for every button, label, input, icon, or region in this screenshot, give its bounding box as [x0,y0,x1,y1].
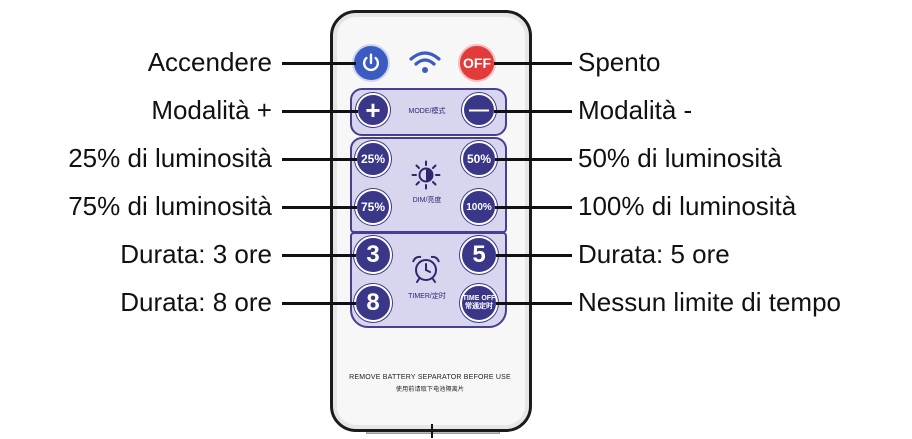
brightness-50-button[interactable]: 50% [461,141,497,177]
leader-50 [495,158,572,161]
battery-notice-cn: 使用前请取下电池隔离片 [395,387,465,393]
mode-minus-button[interactable]: — [462,93,496,127]
brightness-icon [411,160,441,190]
label-timer-3: Durata: 3 ore [120,239,272,269]
label-accendere: Accendere [147,47,272,77]
leader-no-limit [496,302,572,305]
battery-notice: REMOVE BATTERY SEPARATOR BEFORE USE [349,374,511,381]
label-modalita-minus: Modalità - [578,95,693,125]
time-off-button[interactable]: TIME OFF 常通定时 [460,284,498,322]
time-off-label-cn: 常通定时 [465,303,493,310]
time-off-label: TIME OFF [462,295,496,303]
label-timer-8: Durata: 8 ore [120,287,272,317]
leader-8 [282,302,356,305]
mode-plus-button[interactable]: + [356,93,390,127]
leader-75 [282,206,357,209]
timer-label: TIMER/定时 [408,293,446,300]
timer-8-button[interactable]: 8 [354,284,392,322]
brightness-100-button[interactable]: 100% [461,189,497,225]
timer-5-button[interactable]: 5 [460,236,498,274]
leader-modalita-minus [494,110,572,113]
label-brightness-75: 75% di luminosità [68,191,272,221]
power-icon [362,53,380,72]
leader-spento [494,62,572,65]
label-timer-5: Durata: 5 ore [578,239,730,269]
leader-3 [282,254,356,257]
label-spento: Spento [578,47,661,77]
dim-label: DIM/亮度 [412,197,442,204]
leader-bottom [431,424,433,438]
label-brightness-100: 100% di luminosità [578,191,797,221]
brightness-25-button[interactable]: 25% [355,141,391,177]
timer-3-button[interactable]: 3 [354,236,392,274]
brightness-75-button[interactable]: 75% [355,189,391,225]
leader-5 [496,254,572,257]
wifi-icon [409,51,441,73]
label-brightness-50: 50% di luminosità [578,143,782,173]
power-button[interactable] [352,44,390,82]
leader-100 [495,206,572,209]
leader-25 [282,158,357,161]
mode-label: MODE/模式 [408,108,446,115]
label-brightness-25: 25% di luminosità [68,143,272,173]
leader-accendere [282,62,356,65]
label-modalita-plus: Modalità + [151,95,272,125]
alarm-clock-icon [412,255,440,283]
leader-modalita-plus [282,110,358,113]
label-no-limit: Nessun limite di tempo [578,287,841,317]
off-button[interactable]: OFF [458,44,496,82]
